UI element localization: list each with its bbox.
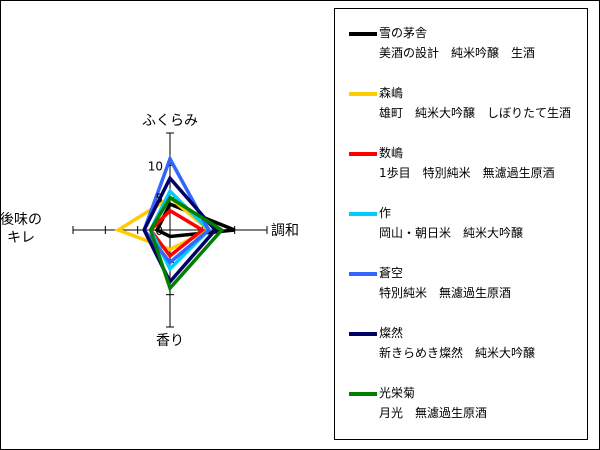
axis-label-right: 調和 xyxy=(271,223,299,239)
axis-label-line: ふくらみ xyxy=(142,113,198,129)
tick-label: 0 xyxy=(155,224,163,238)
legend-series-description: 月光 無濾過生原酒 xyxy=(379,406,488,420)
legend-swatch xyxy=(349,92,377,96)
legend-swatch xyxy=(349,212,377,216)
legend-series-description: 美酒の設計 純米吟醸 生酒 xyxy=(379,46,536,60)
legend-swatch xyxy=(349,152,377,156)
axis-label-line: 後味の xyxy=(1,212,42,228)
axis-label-line: キレ xyxy=(7,230,35,246)
legend: 雪の茅舎美酒の設計 純米吟醸 生酒森嶋雄町 純米大吟醸 しぼりたて生酒数嶋 1歩目… xyxy=(334,8,588,440)
legend-series-description: 特別純米 無濾過生原酒 xyxy=(379,286,512,300)
legend-swatch xyxy=(349,392,377,396)
axis-label-top: ふくらみ xyxy=(142,113,198,129)
series-7-polygon xyxy=(148,195,225,292)
axis-label-line: 香り xyxy=(156,333,184,349)
axis-label-left: 後味のキレ xyxy=(1,212,42,246)
series-3-polygon xyxy=(148,208,206,259)
legend-series-name: 雪の茅舎 xyxy=(379,26,428,40)
legend-series-name: 光栄菊 xyxy=(379,386,416,400)
series-6-polygon xyxy=(142,175,218,285)
legend-swatch xyxy=(349,32,377,36)
legend-series-name: 数嶋 xyxy=(379,146,404,160)
legend-series-description: 雄町 純米大吟醸 しぼりたて生酒 xyxy=(379,106,572,120)
legend-series-name: 森嶋 xyxy=(379,86,404,100)
legend-series-name: 燦然 xyxy=(379,326,404,340)
legend-series-name: 蒼空 xyxy=(379,266,404,280)
legend-swatch xyxy=(349,332,377,336)
tick-label: 10 xyxy=(148,159,163,173)
legend-series-description: 新きらめき燦然 純米大吟醸 xyxy=(379,346,536,360)
legend-swatch xyxy=(349,272,377,276)
legend-series-description: 1歩目 特別純米 無濾過生原酒 xyxy=(379,166,555,180)
tick-label: 5 xyxy=(155,192,163,206)
axis-label-bottom: 香り xyxy=(156,333,184,349)
legend-series-name: 作 xyxy=(379,206,392,220)
legend-series-description: 岡山・朝日米 純米大吟醸 xyxy=(379,226,524,240)
axis-label-line: 調和 xyxy=(271,223,299,239)
